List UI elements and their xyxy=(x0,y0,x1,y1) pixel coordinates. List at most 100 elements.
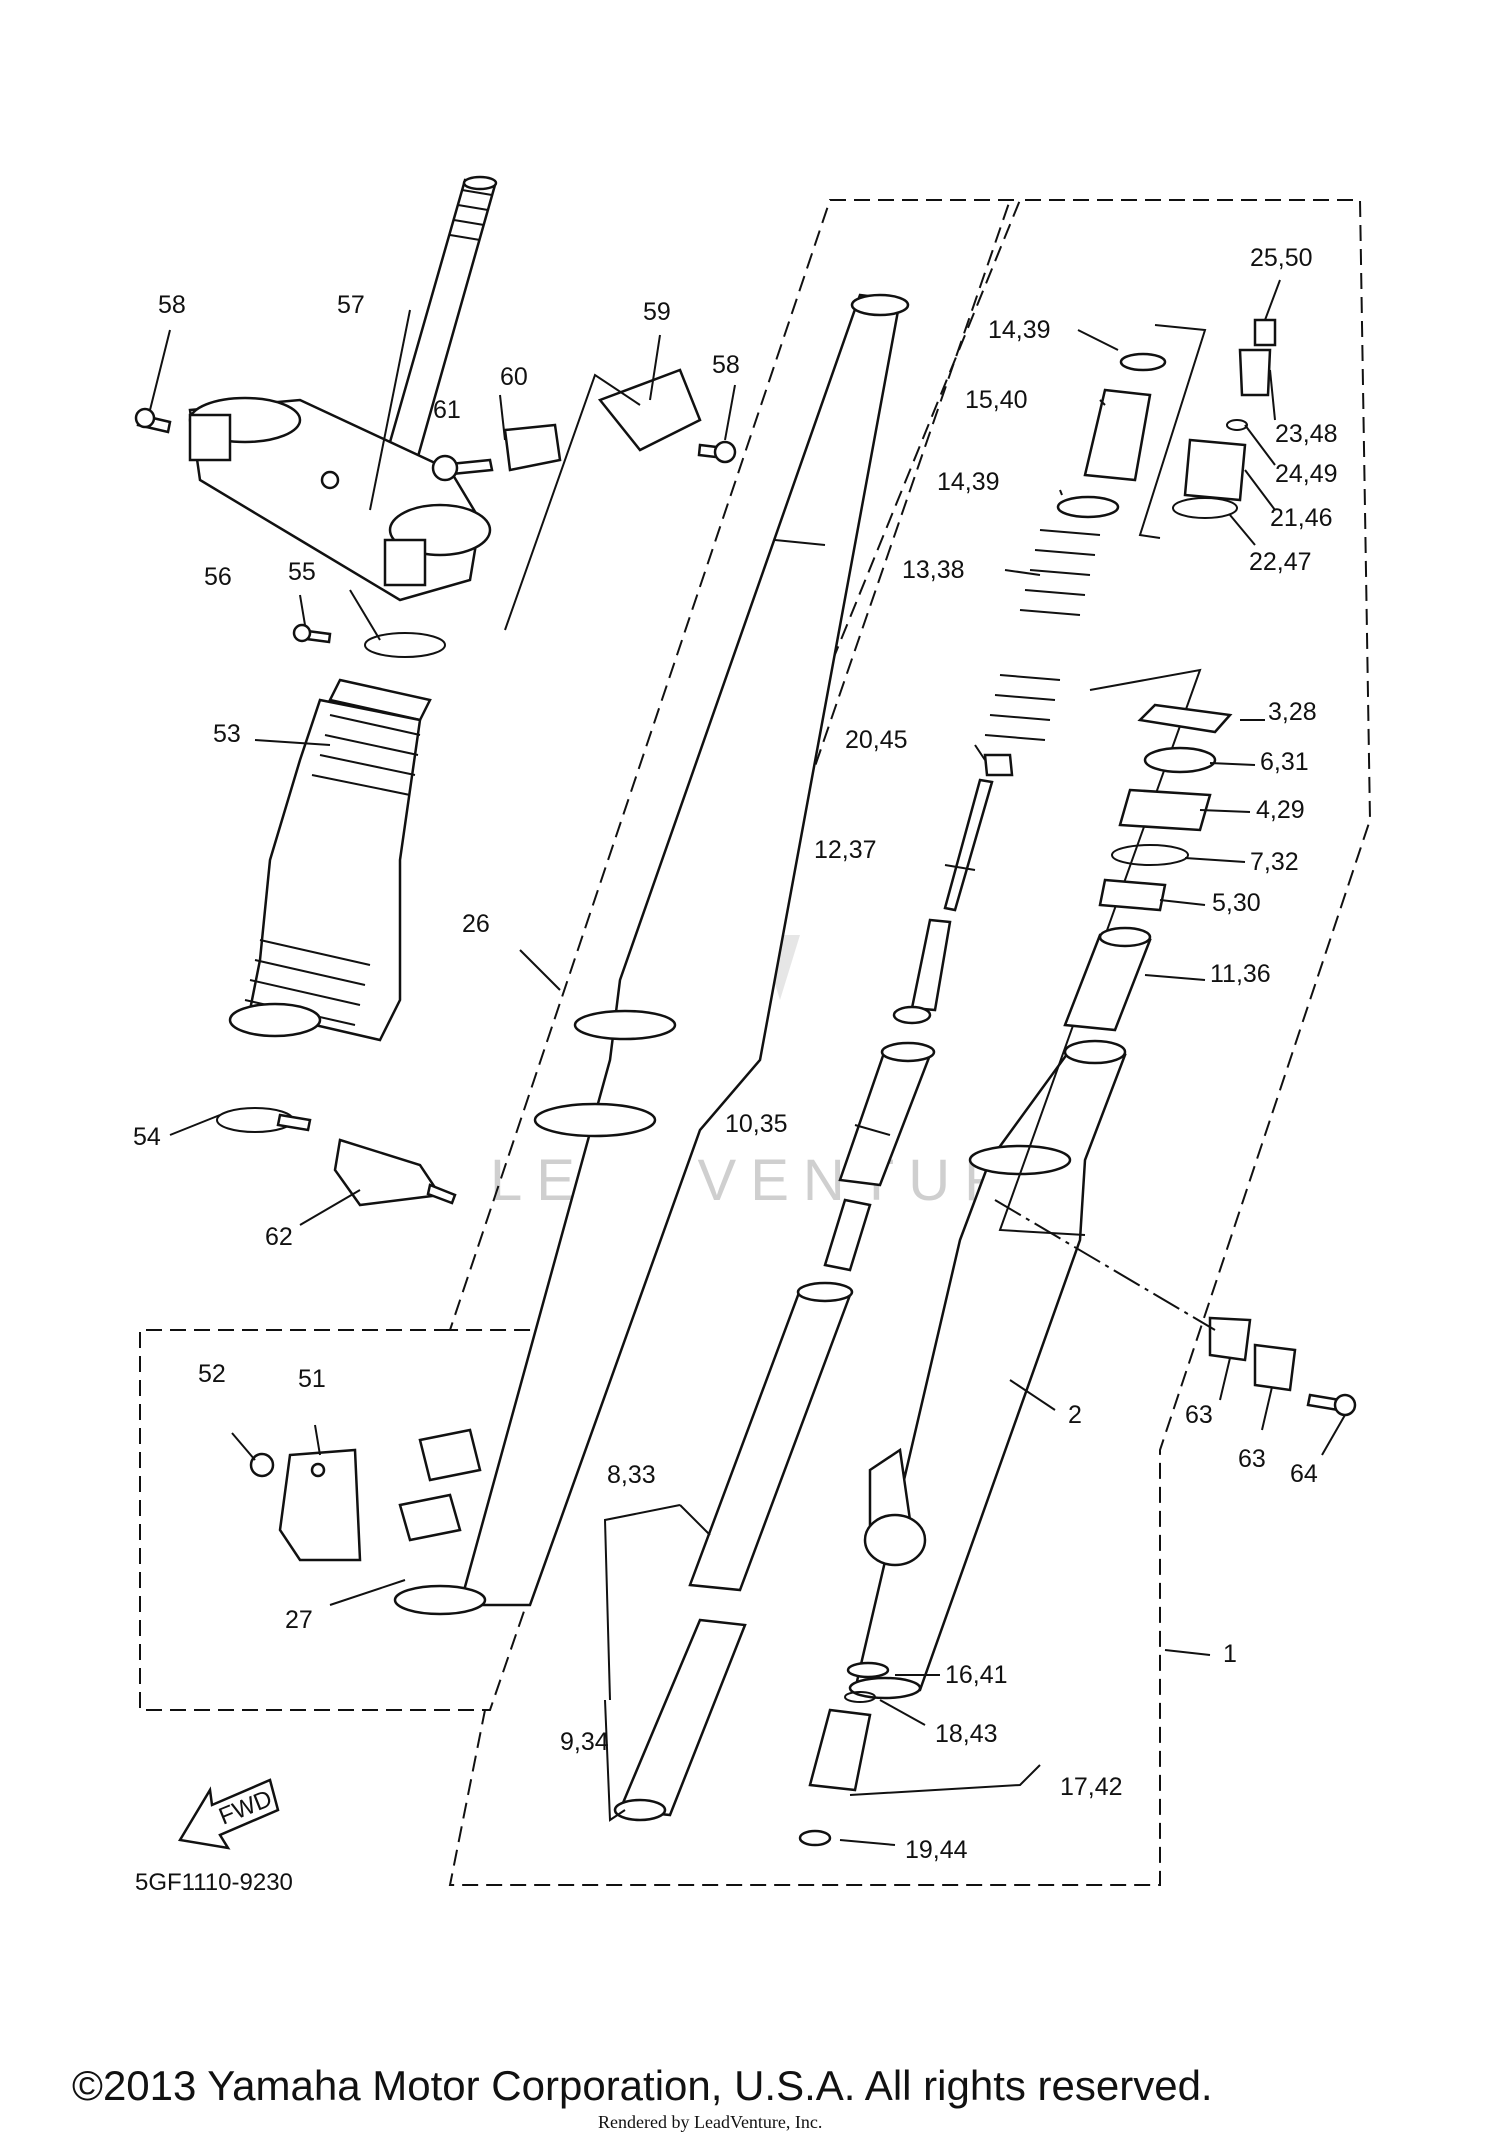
label-56: 56 xyxy=(204,563,232,591)
bolt-64-head xyxy=(1333,1393,1357,1417)
spring-13-38-lower xyxy=(984,674,1061,741)
oil-seal-3-28 xyxy=(1137,703,1233,734)
spring-13-38-upper xyxy=(1019,529,1101,616)
outer-cylinder-8-33 xyxy=(688,1288,852,1592)
label-11-36: 11,36 xyxy=(1210,960,1271,988)
mount-lug-lower xyxy=(398,1493,462,1542)
label-3-28: 3,28 xyxy=(1268,698,1317,726)
label-55: 55 xyxy=(288,558,316,586)
clamp-block-right xyxy=(383,538,427,587)
label-14-39-top: 14,39 xyxy=(988,316,1051,344)
label-63-right: 63 xyxy=(1238,1445,1266,1473)
inner-tube-top xyxy=(1063,1039,1127,1065)
washer-14-39-lower xyxy=(1056,495,1120,519)
cap-bolt-21-46 xyxy=(1183,438,1247,502)
label-17-42: 17,42 xyxy=(1060,1773,1123,1801)
fwd-arrow: FWD xyxy=(177,1778,280,1850)
inner-tube-ring xyxy=(968,1144,1072,1176)
oring-22-47 xyxy=(1172,497,1238,519)
axle-bore xyxy=(863,1513,927,1567)
outer-tube-bottom-ring xyxy=(533,1102,657,1138)
oring-24-49 xyxy=(1226,419,1248,431)
label-61: 61 xyxy=(433,396,461,424)
label-20-45: 20,45 xyxy=(845,726,908,754)
cap-19-44 xyxy=(798,1829,832,1847)
label-25-50: 25,50 xyxy=(1250,244,1313,272)
bush-top xyxy=(1098,926,1152,948)
protector-51 xyxy=(278,1448,362,1562)
holder-60 xyxy=(503,423,562,472)
spacer-15-40 xyxy=(1083,388,1152,482)
clamp-63-left xyxy=(1208,1316,1252,1362)
stem-threads xyxy=(449,189,493,241)
outer-tube-seal-ring xyxy=(573,1009,677,1041)
bracket-assembly-line xyxy=(504,373,641,631)
oring-18-43 xyxy=(844,1691,876,1703)
label-7-32: 7,32 xyxy=(1250,848,1299,876)
label-60: 60 xyxy=(500,363,528,391)
label-13-38: 13,38 xyxy=(902,556,965,584)
bolt-58-right-head xyxy=(713,440,737,464)
bottom-bolt-group xyxy=(798,1661,890,1847)
outer-tube-27-foot xyxy=(393,1584,487,1616)
label-16-41: 16,41 xyxy=(945,1661,1008,1689)
fwd-arrow-shape xyxy=(177,1778,280,1850)
bush-11-36 xyxy=(1063,933,1152,1032)
label-2: 2 xyxy=(1068,1401,1082,1429)
label-23-48: 23,48 xyxy=(1275,420,1338,448)
label-62: 62 xyxy=(265,1223,293,1251)
label-27: 27 xyxy=(285,1606,313,1634)
bolt-17-42 xyxy=(808,1708,872,1792)
label-10-35: 10,35 xyxy=(725,1110,788,1138)
label-1: 1 xyxy=(1223,1640,1237,1668)
label-19-44: 19,44 xyxy=(905,1836,968,1864)
label-6-31: 6,31 xyxy=(1260,748,1309,776)
washer-14-39-top xyxy=(1119,352,1167,372)
stem-top xyxy=(462,175,498,191)
outer-cylinder-top xyxy=(796,1281,854,1303)
clamp-block-left xyxy=(188,413,232,462)
bolt-61-head xyxy=(431,454,459,482)
damper-lower-piece xyxy=(823,1198,872,1272)
oil-seal-4-29 xyxy=(1118,788,1212,832)
label-8-33: 8,33 xyxy=(607,1461,656,1489)
label-5-30: 5,30 xyxy=(1212,889,1261,917)
label-22-47: 22,47 xyxy=(1249,548,1312,576)
rendered-by-notice: Rendered by LeadVenture, Inc. xyxy=(598,2112,822,2132)
outer-tube-band xyxy=(774,539,826,546)
washer-16-41 xyxy=(846,1661,890,1679)
cap-assembly xyxy=(1138,318,1277,539)
bolt-56-head xyxy=(292,623,312,643)
label-58-left: 58 xyxy=(158,291,186,319)
label-14-39-lower: 14,39 xyxy=(937,468,1000,496)
fork-internals xyxy=(603,352,1167,1822)
alignment-line xyxy=(994,1199,1216,1331)
label-64: 64 xyxy=(1290,1460,1318,1488)
seal-6-31 xyxy=(1143,746,1217,774)
rod-piston xyxy=(892,1005,932,1025)
base-valve-foot xyxy=(613,1798,667,1822)
cap-25-50 xyxy=(1253,318,1277,347)
damper-top xyxy=(880,1041,936,1063)
holder-62 xyxy=(333,1138,443,1207)
nut-52 xyxy=(249,1452,275,1478)
mount-lug-upper xyxy=(418,1428,482,1482)
outer-tube-group-boundary xyxy=(448,199,1022,1331)
label-59: 59 xyxy=(643,298,671,326)
inner-tube-foot xyxy=(848,1676,922,1700)
label-15-40: 15,40 xyxy=(965,386,1028,414)
clamp-55 xyxy=(364,632,446,658)
protector-51-hole xyxy=(310,1462,326,1478)
callout-labels: 57 58 59 58 60 61 56 55 53 26 54 62 52 5… xyxy=(133,244,1338,1864)
base-valve-9-34 xyxy=(618,1618,747,1817)
label-57: 57 xyxy=(337,291,365,319)
washer-5-30 xyxy=(1098,878,1167,912)
label-12-37: 12,37 xyxy=(814,836,877,864)
label-18-43: 18,43 xyxy=(935,1720,998,1748)
label-24-49: 24,49 xyxy=(1275,460,1338,488)
outer-tube-top xyxy=(850,293,910,317)
clip-7-32 xyxy=(1111,844,1189,866)
bracket-hole xyxy=(320,470,340,490)
label-21-46: 21,46 xyxy=(1270,504,1333,532)
label-52: 52 xyxy=(198,1360,226,1388)
